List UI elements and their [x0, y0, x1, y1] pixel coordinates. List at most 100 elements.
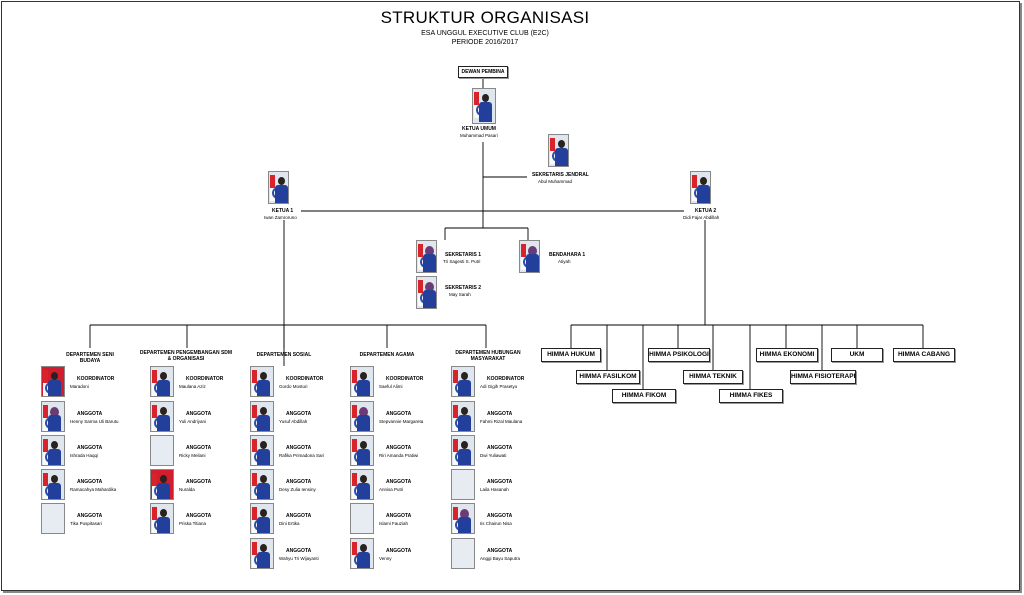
member-role: ANGGOTA	[487, 548, 513, 554]
sekretaris2-name: May Sarah	[449, 292, 471, 297]
dept-title: DEPARTEMEN SOSIAL	[256, 352, 312, 358]
himma-fikes-box: HIMMA FIKES	[719, 389, 783, 403]
member-name: Riri Amanda Pratiwi	[379, 453, 419, 458]
member-name: Ricky Meilani	[179, 453, 206, 458]
member-photo	[150, 366, 174, 397]
member-name: Laila Hasanah	[480, 487, 509, 492]
member-photo	[250, 503, 274, 534]
member-role: ANGGOTA	[487, 445, 513, 451]
member-photo	[451, 469, 475, 500]
sekjen-role: SEKRETARIS JENDRAL	[532, 172, 589, 178]
sekjen-name: Abul Muhammad	[538, 179, 573, 184]
ketua1-name: Iwan Zamroruno	[264, 215, 297, 220]
member-role: ANGGOTA	[286, 548, 312, 554]
member-role: ANGGOTA	[186, 445, 212, 451]
himma-cabang-box: HIMMA CABANG	[893, 348, 955, 362]
dept-title: DEPARTEMEN SENI BUDAYA	[66, 352, 114, 364]
member-role: ANGGOTA	[286, 479, 312, 485]
sekretaris1-photo	[416, 240, 437, 273]
ketua1-photo	[268, 171, 289, 204]
member-role: KOORDINATOR	[487, 376, 525, 382]
member-name: Maradoni	[70, 384, 89, 389]
member-photo	[250, 469, 274, 500]
member-photo	[350, 503, 374, 534]
member-photo	[451, 538, 475, 569]
member-role: ANGGOTA	[77, 445, 103, 451]
member-role: ANGGOTA	[487, 513, 513, 519]
sekretaris1-role: SEKRETARIS 1	[445, 252, 482, 258]
member-name: Adi Gigih Prasetyo	[480, 384, 518, 389]
member-name: Henny Sarma Uli Barutu	[70, 419, 119, 424]
member-name: Anggi Bayu Saputra	[480, 556, 521, 561]
member-role: ANGGOTA	[386, 479, 412, 485]
ketua2-name: Didi Fajar Abdillah	[683, 215, 720, 220]
member-role: ANGGOTA	[386, 513, 412, 519]
dewan-pembina-box: DEWAN PEMBINA	[458, 66, 508, 78]
himma-fasilkom-box: HIMMA FASILKOM	[576, 370, 640, 384]
sekretaris2-role: SEKRETARIS 2	[445, 285, 482, 291]
member-photo	[350, 538, 374, 569]
member-role: ANGGOTA	[487, 411, 513, 417]
member-photo	[150, 435, 174, 466]
member-photo	[350, 366, 374, 397]
member-role: KOORDINATOR	[186, 376, 224, 382]
ketua-umum-photo	[472, 88, 496, 124]
member-photo	[451, 401, 475, 432]
member-name: Fahmi Rizal Maulana	[480, 419, 523, 424]
member-photo	[150, 469, 174, 500]
member-role: ANGGOTA	[386, 445, 412, 451]
sekjen-photo	[548, 134, 569, 167]
member-name: Wahyu Tri Wijayanti	[279, 556, 319, 561]
ketua-umum-role: KETUA UMUM	[462, 126, 496, 132]
member-photo	[150, 503, 174, 534]
member-name: Yusuf Abdillah	[279, 419, 308, 424]
member-name: Saeful Alimi	[379, 384, 403, 389]
member-photo	[41, 401, 65, 432]
chart-title: STRUKTUR ORGANISASI	[380, 8, 590, 27]
member-photo	[41, 469, 65, 500]
member-photo	[451, 503, 475, 534]
member-role: KOORDINATOR	[386, 376, 424, 382]
ketua1-role: KETUA 1	[272, 208, 294, 214]
member-role: ANGGOTA	[186, 513, 212, 519]
org-name: ESA UNGGUL EXECUTIVE CLUB (E2C)	[421, 30, 549, 37]
member-role: ANGGOTA	[286, 513, 312, 519]
sekretaris1-name: Tri Sagesti S. Putri	[443, 259, 481, 264]
himma-teknik-box: HIMMA TEKNIK	[683, 370, 743, 384]
himma-hukum-box: HIMMA HUKUM	[541, 348, 601, 362]
member-role: KOORDINATOR	[286, 376, 324, 382]
ketua2-role: KETUA 2	[695, 208, 717, 214]
member-name: Stepvannie Margareta	[379, 419, 424, 424]
member-photo	[41, 366, 65, 397]
member-photo	[350, 469, 374, 500]
member-name: Dwi Yuliawati	[480, 453, 507, 458]
sekretaris2-photo	[416, 276, 437, 309]
member-name: Desy Zulia Iensiny	[279, 487, 316, 492]
member-photo	[250, 366, 274, 397]
bendahara1-name: Atiyah	[558, 259, 571, 264]
member-name: Priska Titiana	[179, 521, 207, 526]
member-name: Iis Chairun Nisa	[480, 521, 512, 526]
member-role: ANGGOTA	[77, 513, 103, 519]
member-name: Ramacahya Mahardika	[70, 487, 117, 492]
member-name: Gordo Mosturi	[279, 384, 308, 389]
member-photo	[451, 435, 475, 466]
member-role: KOORDINATOR	[77, 376, 115, 382]
member-photo	[150, 401, 174, 432]
himma-ekonomi-box: HIMMA EKONOMI	[756, 348, 818, 362]
himma-fisioterapi-box: HIMMA FISIOTERAPI	[790, 370, 856, 384]
member-name: Venny	[379, 556, 392, 561]
member-role: ANGGOTA	[487, 479, 513, 485]
member-name: Rafika Primadona Sari	[279, 453, 325, 458]
ketua-umum-name: Muhammad Pasari	[460, 133, 498, 138]
member-role: ANGGOTA	[186, 411, 212, 417]
member-name: Islami Fauziah	[379, 521, 409, 526]
member-role: ANGGOTA	[77, 411, 103, 417]
member-photo	[350, 401, 374, 432]
bendahara1-photo	[519, 240, 540, 273]
member-photo	[41, 435, 65, 466]
member-name: Ishrada Haqqi	[70, 453, 99, 458]
member-name: Tika Puspitasari	[70, 521, 102, 526]
member-photo	[250, 538, 274, 569]
